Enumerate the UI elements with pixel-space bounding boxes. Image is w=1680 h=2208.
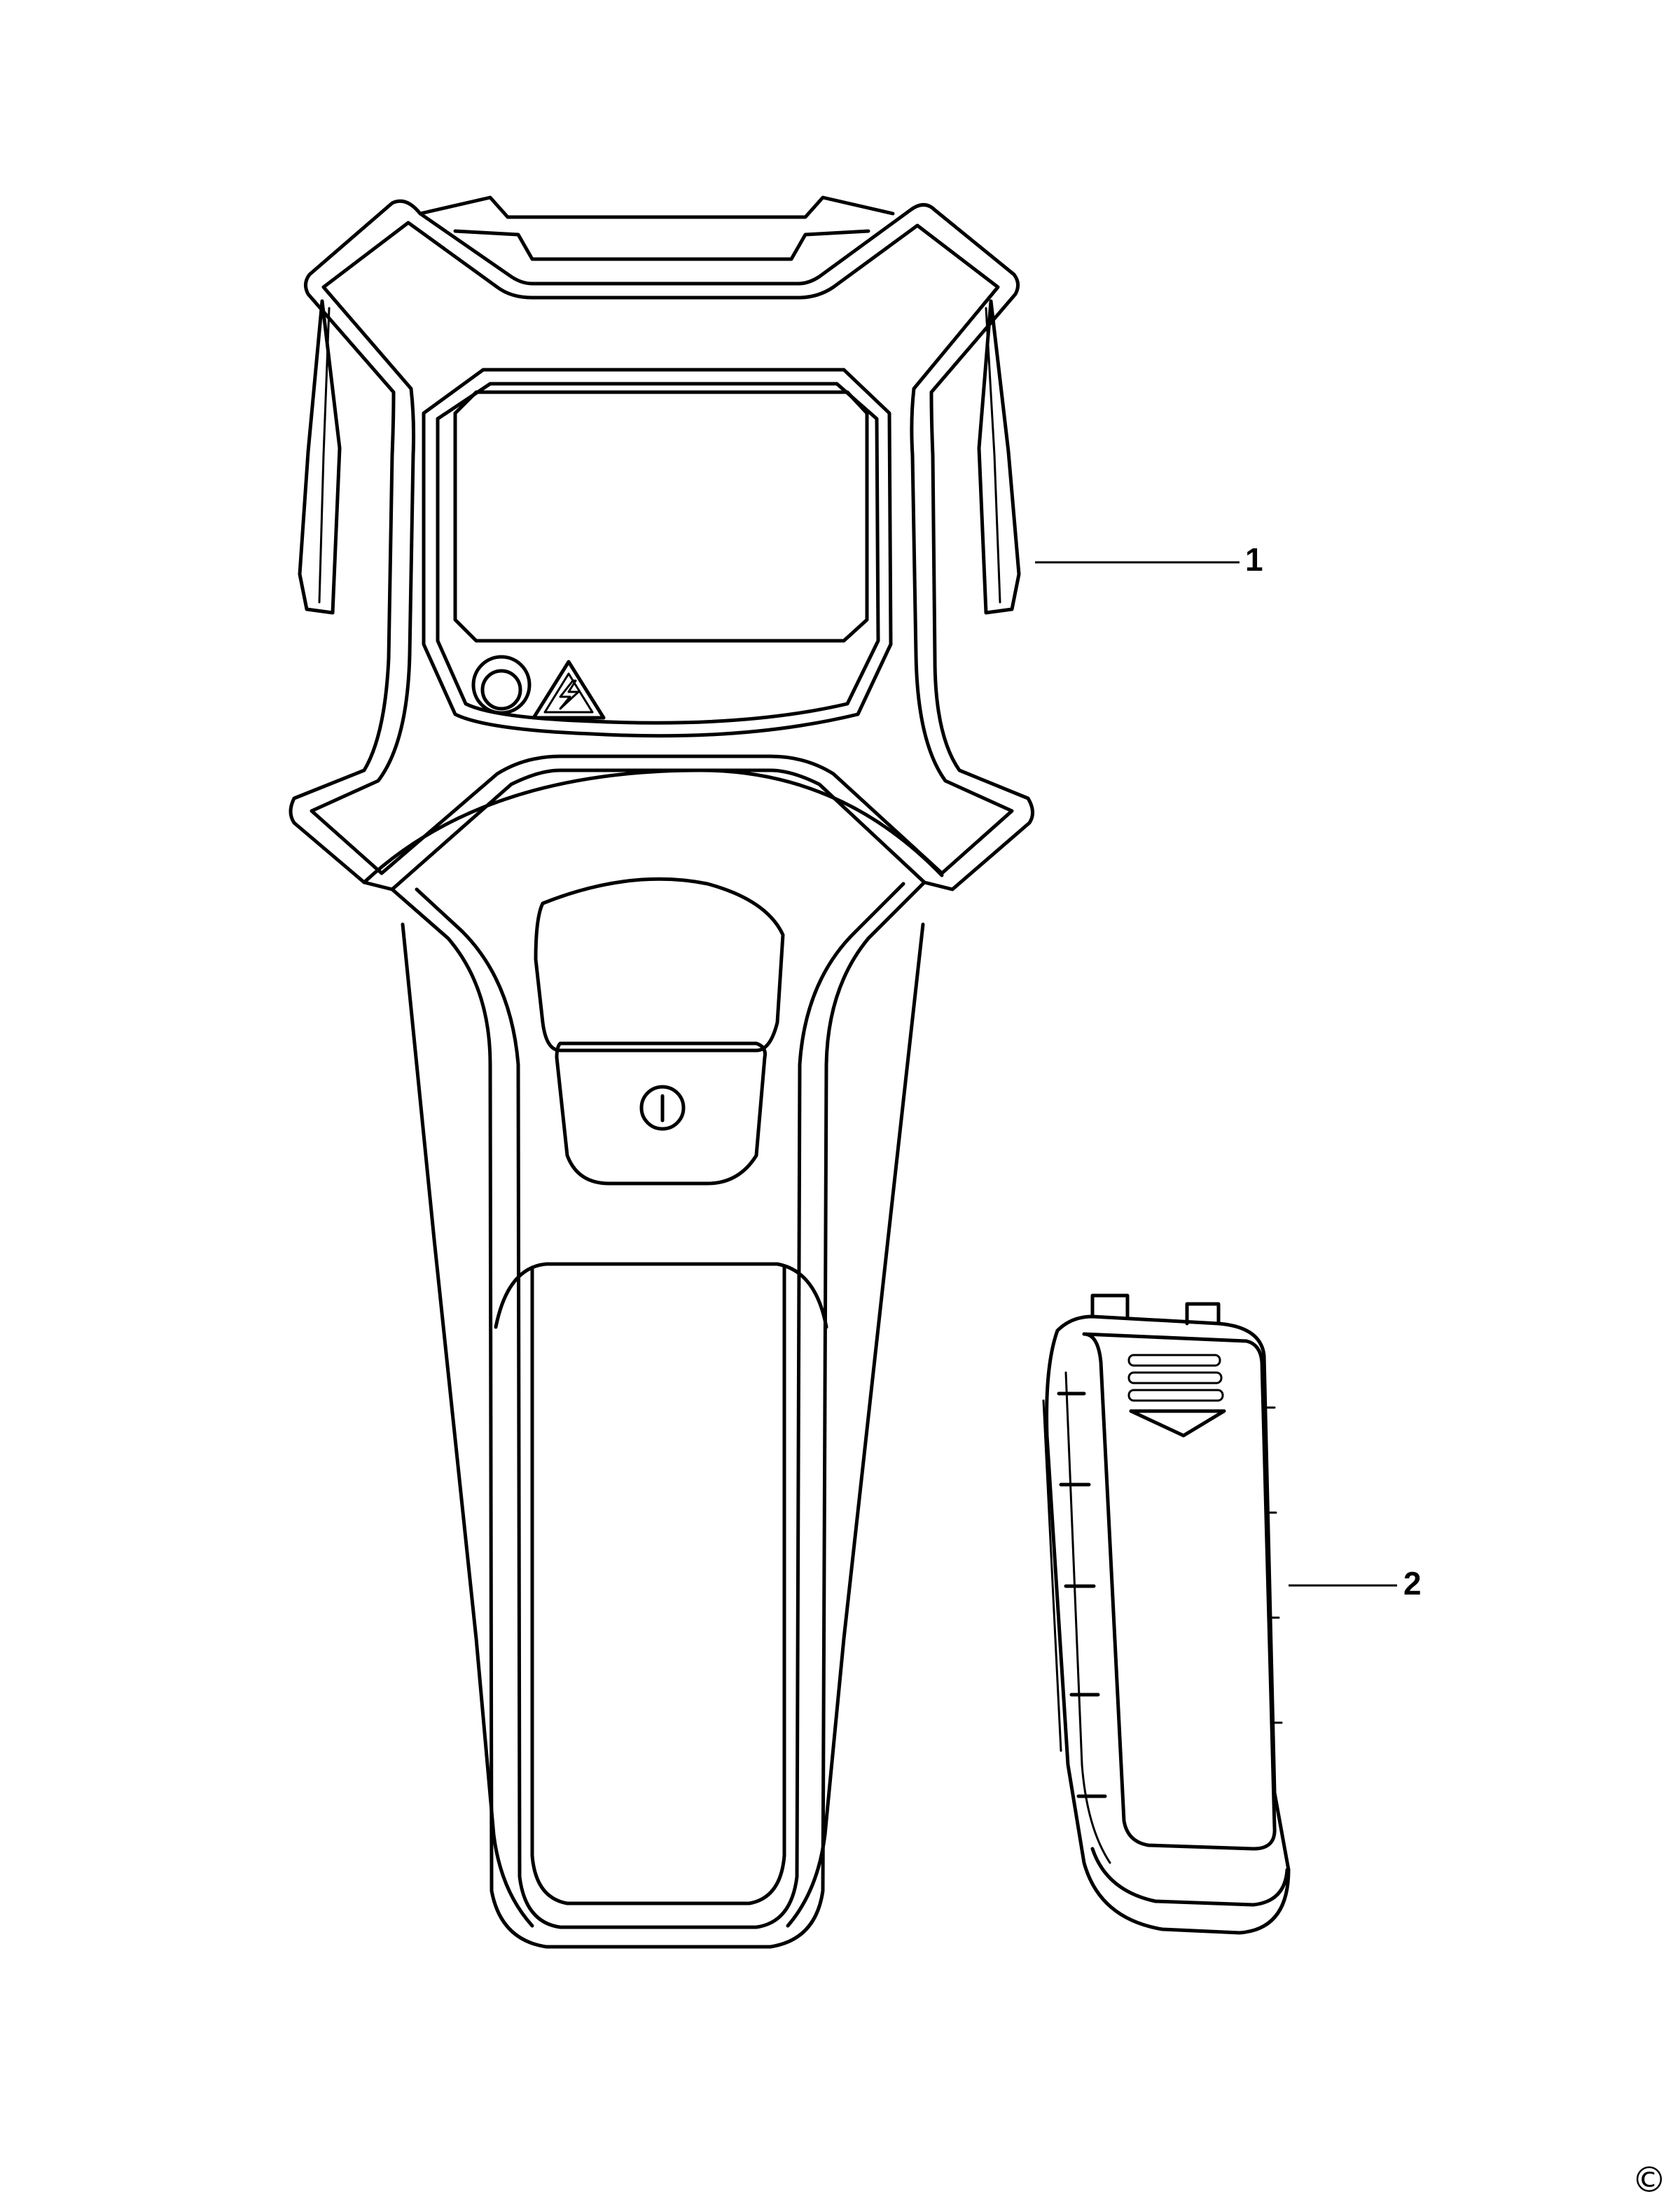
battery-cover-side [1057,1391,1107,1798]
indicator-led-lens [480,669,522,711]
indicator-led-icon [471,655,532,715]
battery-cover-grip-icon [1127,1354,1226,1438]
housing-shell-outer [289,199,1034,891]
handle-inner-groove [415,882,905,1929]
housing-shell-inner [310,221,1014,875]
power-button [555,1041,767,1186]
battery-cover-clip-left [1090,1293,1130,1319]
battery-cover-right-ribs [1263,1406,1283,1724]
copyright-mark: © [1632,2160,1667,2200]
handle-outer [390,880,926,1949]
display-bezel-outer [422,368,893,738]
battery-cover-bottom-lip [1090,1847,1289,1907]
top-bumper-outer [418,195,895,219]
power-button-icon [639,1085,686,1131]
left-side-grip-edge [318,307,331,604]
high-voltage-warning-icon [532,660,606,720]
handle-left-edge [401,922,534,1928]
lcd-screen [453,390,869,643]
right-side-grip [977,299,1021,615]
display-bezel-inner [436,382,880,725]
battery-cover-side-edge [1042,1371,1111,1864]
battery-cover-clip-right [1185,1302,1221,1326]
handle-right-edge [786,922,925,1928]
grip-upper-arch [362,768,944,884]
callout-number-2: 2 [1403,1565,1422,1602]
right-side-grip-edge [985,307,1001,604]
power-button-recess [534,877,785,1053]
left-side-grip [298,299,342,615]
lower-grip-pad [494,1262,828,1329]
battery-cover-panel [1082,1332,1277,1851]
top-bumper-inner [453,229,870,261]
battery-cover [1042,1293,1291,1935]
callout-number-1: 1 [1245,541,1263,578]
battery-cover-outer [1045,1314,1291,1935]
stud-detector-body [289,195,1034,1949]
lower-grip-pad-inner [530,1265,786,1905]
